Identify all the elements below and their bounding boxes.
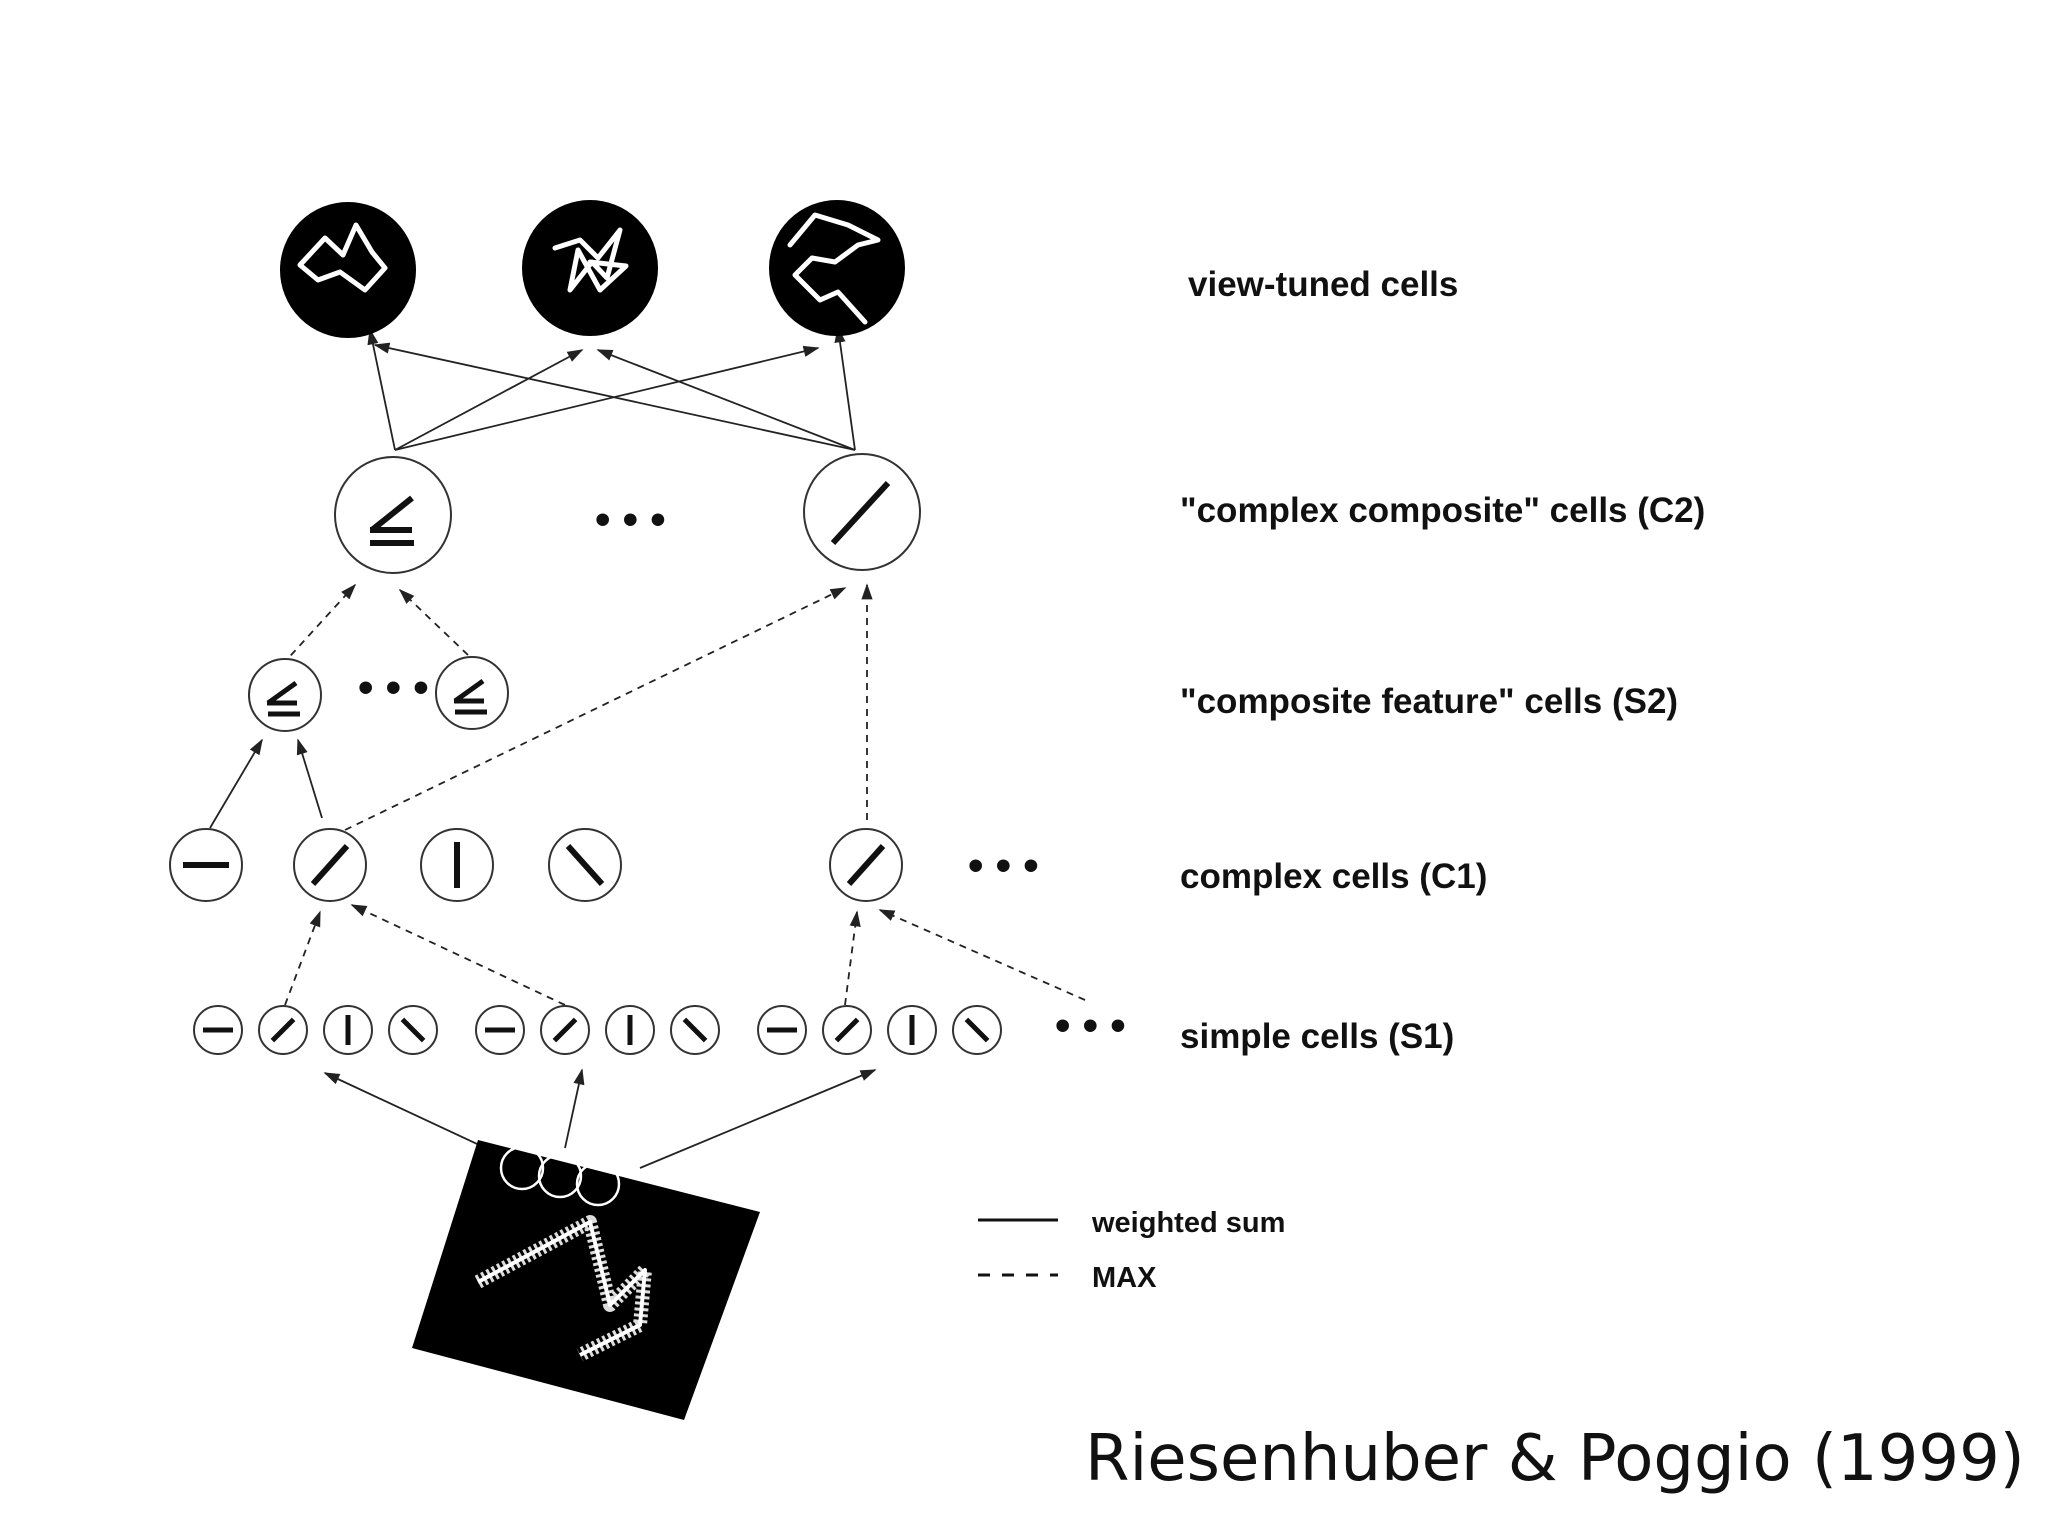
s2-cells (248, 656, 509, 732)
s1-cell-antidiagonal (952, 1005, 1002, 1055)
connections (209, 326, 1086, 1169)
c2-ellipsis: • • • (595, 495, 666, 544)
s1-ellipsis: • • • (1055, 1001, 1126, 1050)
c1-ellipsis: • • • (968, 841, 1039, 890)
s1-cell-antidiagonal (670, 1005, 720, 1055)
s1-cell-horizontal (193, 1005, 243, 1055)
connection-s1-group2-to-c1 (350, 904, 566, 1006)
connection-c2-right-to-vt2 (596, 349, 856, 451)
label-view-tuned: view-tuned cells (1188, 265, 1458, 304)
connection-input-to-s1-group2 (564, 1068, 585, 1149)
c2-cells (334, 453, 921, 574)
legend-weighted-sum: weighted sum (1091, 1207, 1285, 1239)
connection-c1-horizontal-to-s2 (209, 738, 263, 829)
s1-cell-vertical (605, 1005, 655, 1055)
view-tuned-cells (280, 200, 905, 338)
view-tuned-cell (769, 200, 905, 336)
legend: weighted sum MAX (978, 1207, 1285, 1294)
label-c1: complex cells (C1) (1180, 857, 1487, 896)
citation: Riesenhuber & Poggio (1999) (1085, 1422, 2025, 1496)
connection-input-to-s1-group1 (323, 1072, 491, 1151)
connection-c2-left-to-vt2 (394, 349, 584, 451)
s2-cell (248, 658, 322, 732)
view-tuned-cell (280, 202, 416, 338)
s1-cell-diagonal (822, 1005, 872, 1055)
s1-cell-diagonal (258, 1005, 308, 1055)
layer-labels: view-tuned cells "complex composite" cel… (1180, 265, 1705, 1056)
connection-s1-group3-to-c1 (844, 910, 861, 1006)
input-image (412, 1140, 760, 1420)
s1-cells (193, 1005, 1002, 1055)
c2-cell-angle (334, 456, 452, 574)
connection-c2-right-to-vt3 (834, 326, 856, 451)
s1-cell-vertical (887, 1005, 937, 1055)
connection-s1-group1-to-c1 (284, 910, 321, 1006)
c2-cell-diagonal (803, 453, 921, 571)
c1-cell-diagonal-right (829, 828, 903, 902)
s2-ellipsis: • • • (358, 663, 429, 712)
label-s1: simple cells (S1) (1180, 1017, 1454, 1056)
c1-cell-vertical (420, 828, 494, 902)
c1-cell-antidiagonal (548, 828, 622, 902)
connection-s1-ellipsis-to-c1 (878, 909, 1086, 1001)
connection-s2-left-to-c2 (281, 583, 357, 666)
connection-input-to-s1-group3 (639, 1069, 877, 1169)
label-s2: "composite feature" cells (S2) (1180, 682, 1678, 721)
s1-cell-vertical (323, 1005, 373, 1055)
connection-c2-right-to-vt1 (373, 342, 856, 451)
connection-c1-diagonal-to-s2 (296, 738, 323, 819)
s1-cell-antidiagonal (388, 1005, 438, 1055)
connection-c1-to-c2-right-diagonal (344, 587, 847, 831)
c1-cell-diagonal (293, 828, 367, 902)
s1-cell-horizontal (757, 1005, 807, 1055)
receptive-field-circle (575, 1161, 621, 1207)
c1-cells (169, 828, 903, 902)
receptive-field-circle (537, 1153, 583, 1199)
s1-cell-diagonal (540, 1005, 590, 1055)
c1-cell-horizontal (169, 828, 243, 902)
label-c2: "complex composite" cells (C2) (1180, 491, 1705, 530)
view-tuned-cell (522, 200, 658, 336)
receptive-field-circle (499, 1145, 545, 1191)
connection-s2-right-to-c2 (398, 588, 469, 656)
legend-max: MAX (1092, 1262, 1157, 1294)
s1-cell-horizontal (475, 1005, 525, 1055)
connection-c2-left-to-vt3 (394, 345, 820, 451)
s2-cell (435, 656, 509, 730)
